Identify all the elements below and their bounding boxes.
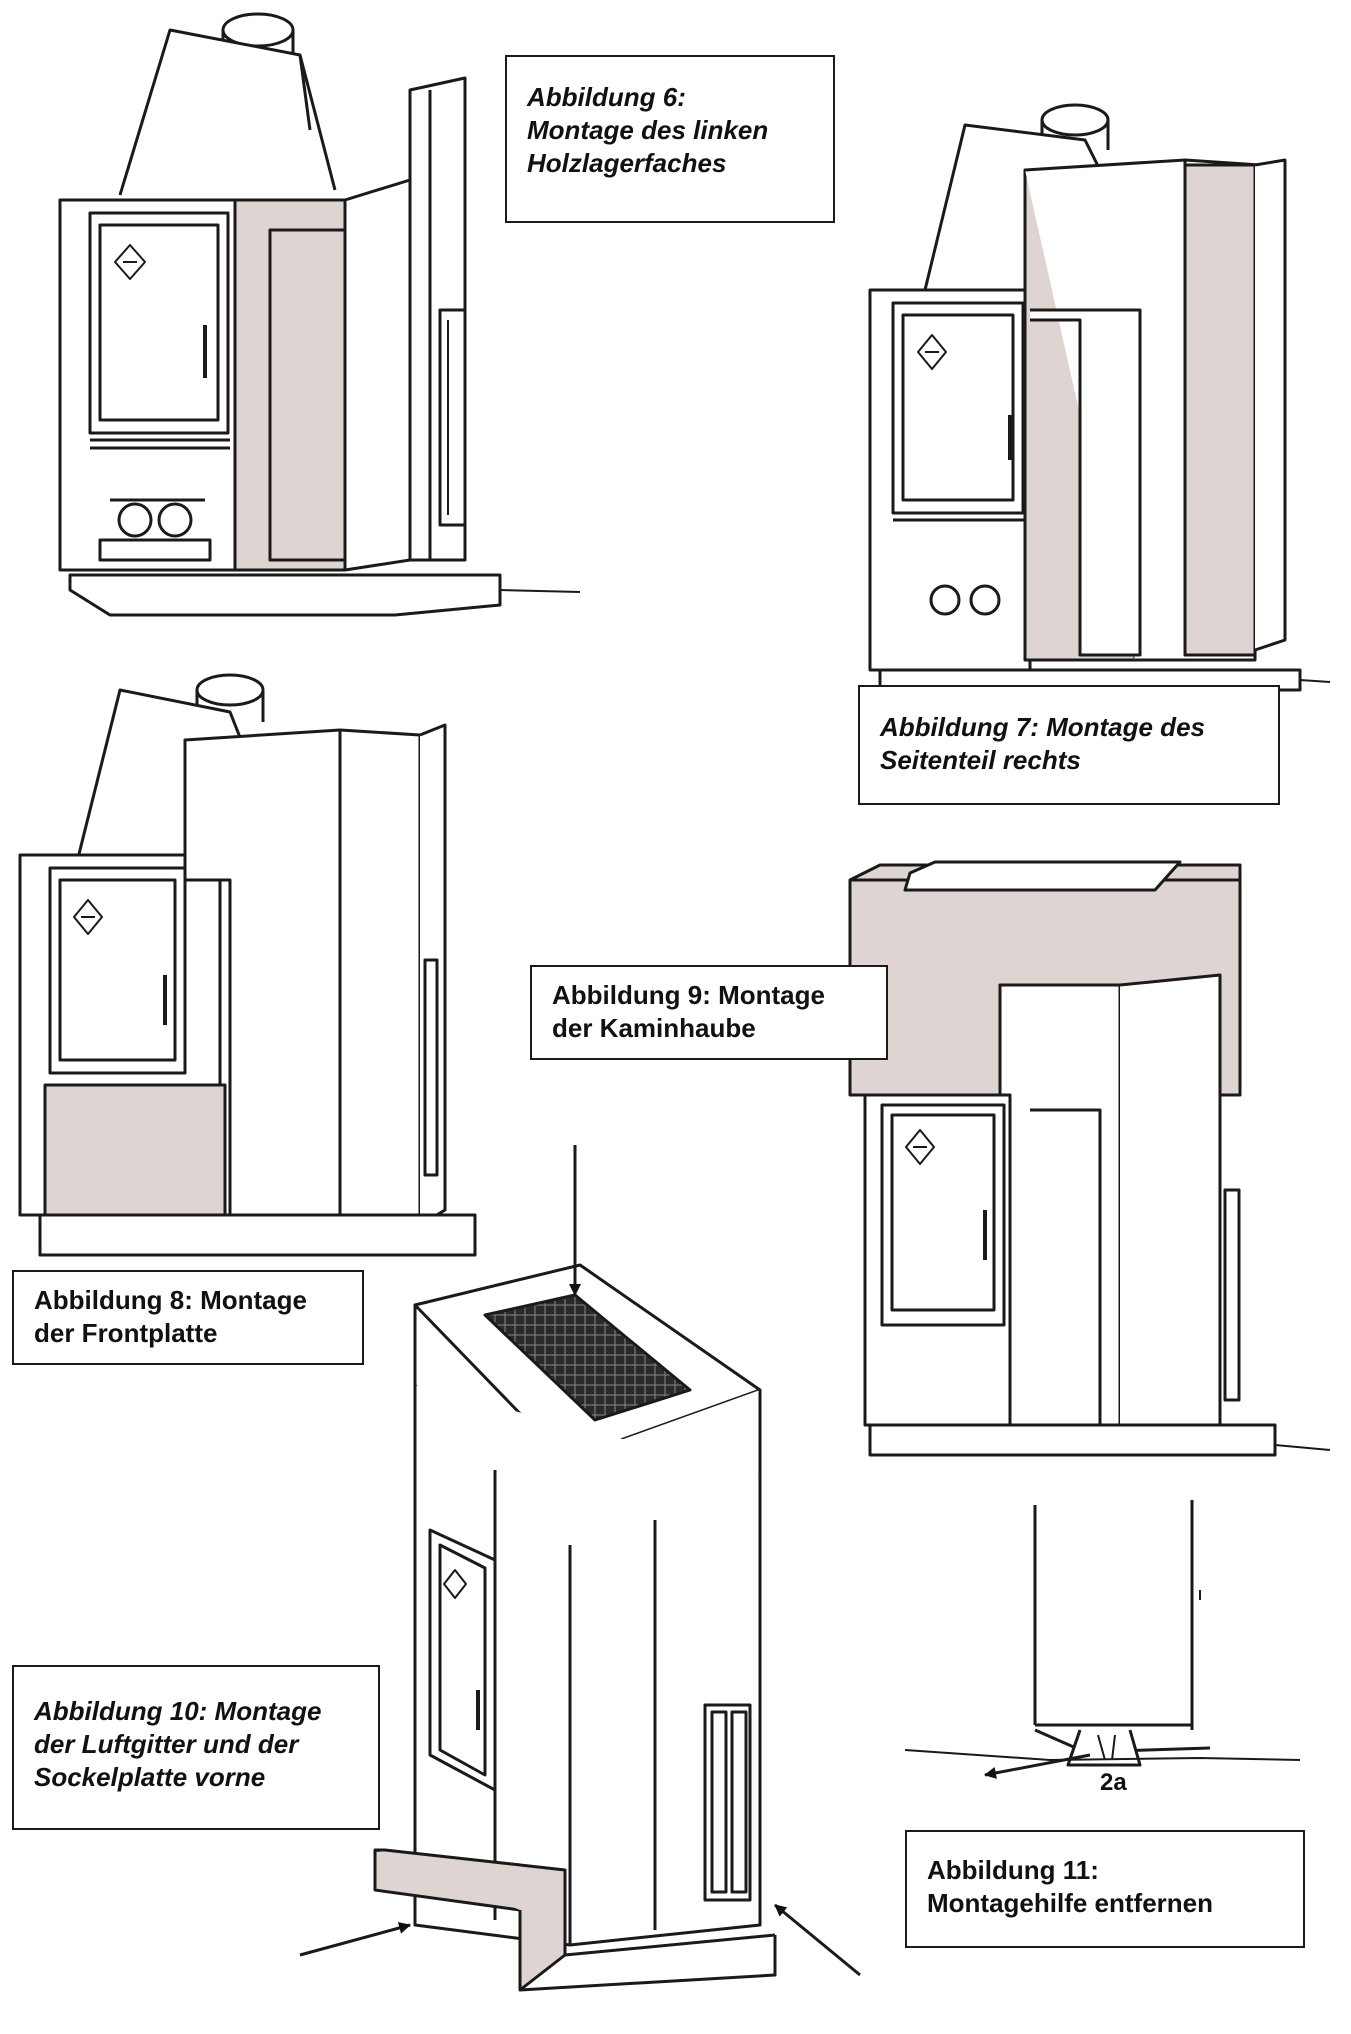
part-2a-label: 2a [1100, 1769, 1127, 1796]
arrow-icon [299, 1145, 1091, 1977]
caption-figure-7: Abbildung 7: Montage des Seitenteil rech… [858, 685, 1280, 805]
caption-figure-8: Abbildung 8: Montage der Frontplatte [12, 1270, 364, 1365]
caption-figure-10: Abbildung 10: Montage der Luftgitter und… [12, 1665, 380, 1830]
caption-figure-6: Abbildung 6: Montage des linken Holzlage… [505, 55, 835, 223]
figure-9-illustration [848, 860, 1331, 1457]
air-grille-icon [703, 1703, 752, 1902]
flame-diamond-icon [443, 1569, 467, 1599]
figure-8-illustration [18, 673, 477, 1257]
flame-diamond-icon [114, 244, 146, 280]
flame-diamond-icon [73, 899, 103, 935]
caption-figure-11: Abbildung 11: Montagehilfe entfernen [905, 1830, 1305, 1948]
figure-10-illustration [373, 1263, 777, 1992]
flame-diamond-icon [917, 334, 947, 370]
air-grille-icon [483, 1293, 692, 1422]
figure-11-illustration [904, 1500, 1301, 1767]
figure-6-illustration [58, 12, 581, 617]
caption-figure-9: Abbildung 9: Montage der Kaminhaube [530, 965, 888, 1060]
figure-7-illustration [868, 103, 1331, 692]
flame-diamond-icon [905, 1129, 935, 1165]
